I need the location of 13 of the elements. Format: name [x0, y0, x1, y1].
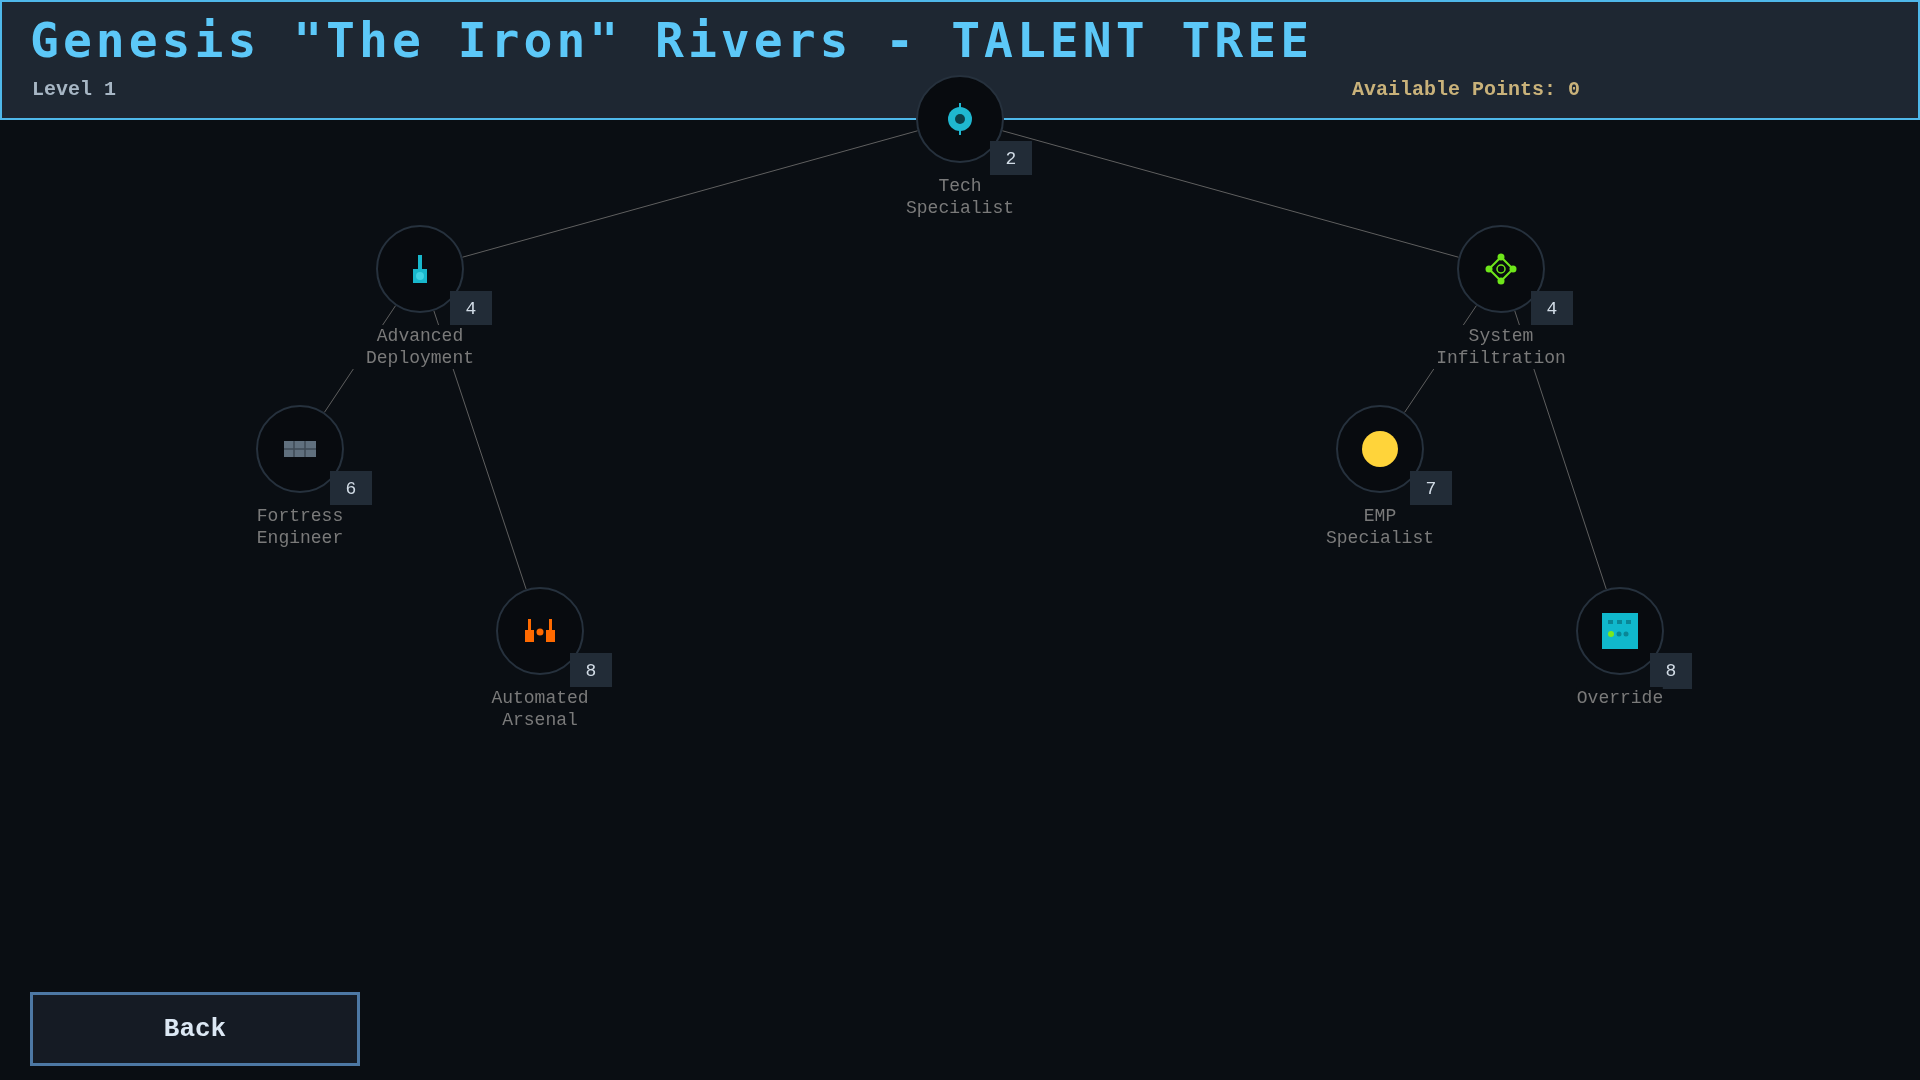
cost-badge: 7 — [1410, 471, 1452, 507]
cost-badge: 6 — [330, 471, 372, 507]
cost-badge: 4 — [450, 291, 492, 327]
connector-line — [1001, 130, 1460, 258]
level-text: Level 1 — [32, 78, 116, 101]
cost-badge: 4 — [1531, 291, 1573, 327]
points-text: Available Points: 0 — [1352, 78, 1581, 101]
page-title: Genesis "The Iron" Rivers - TALENT TREE — [30, 12, 1314, 68]
connector-line — [461, 130, 919, 258]
cost-badge: 8 — [1650, 653, 1692, 689]
back-button: Back — [30, 992, 360, 1066]
cost-badge: 2 — [990, 141, 1032, 177]
cost-badge: 8 — [570, 653, 612, 689]
